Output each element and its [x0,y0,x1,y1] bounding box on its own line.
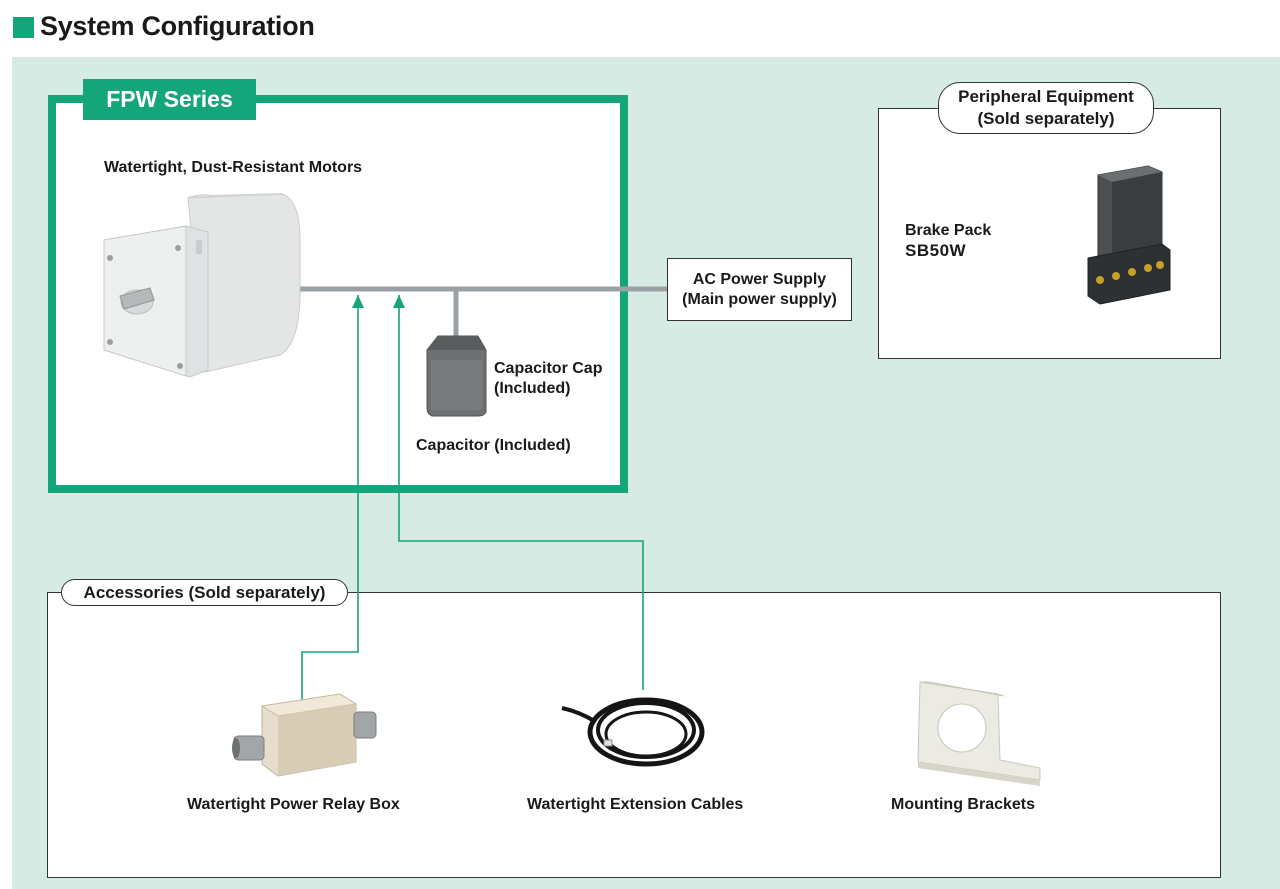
title-marker [13,17,34,38]
peripheral-equipment-box [878,108,1221,359]
ac-power-label-line1: AC Power Supply [692,271,827,288]
relay-box-label: Watertight Power Relay Box [187,796,400,813]
motor-label: Watertight, Dust-Resistant Motors [104,159,363,176]
peripheral-heading-line2: (Sold separately) [977,109,1115,128]
extension-cables-label: Watertight Extension Cables [527,796,744,813]
capacitor-cap-label-line2: (Included) [494,380,571,397]
peripheral-heading: Peripheral Equipment (Sold separately) [938,82,1154,134]
capacitor-label: Capacitor (Included) [416,437,571,454]
fpw-series-tab: FPW Series [83,79,256,120]
extension-arrow-icon [393,295,405,308]
accessories-box [47,592,1221,878]
capacitor-cap-label-line1: Capacitor Cap [494,360,603,377]
mounting-bracket-icon [917,681,1041,786]
relay-arrow-icon [352,295,364,308]
brake-pack-model: SB50W [905,241,967,260]
brake-pack-label: Brake Pack [905,222,992,239]
extension-cable-connector-line [398,295,644,690]
motor-icon [103,193,301,378]
peripheral-heading-line1: Peripheral Equipment [958,87,1134,106]
ac-power-label-line2: (Main power supply) [682,291,837,308]
capacitor-icon [426,335,487,417]
relay-box-icon [232,693,377,777]
brake-pack-icon [1087,165,1171,305]
accessories-heading: Accessories (Sold separately) [61,579,348,606]
extension-cable-icon [561,697,705,767]
mounting-brackets-label: Mounting Brackets [891,796,1036,813]
page-title: System Configuration [40,11,315,41]
ac-power-supply-box: AC Power Supply (Main power supply) [667,258,852,321]
fpw-series-box [48,95,628,493]
relay-box-connector-line [301,295,359,700]
